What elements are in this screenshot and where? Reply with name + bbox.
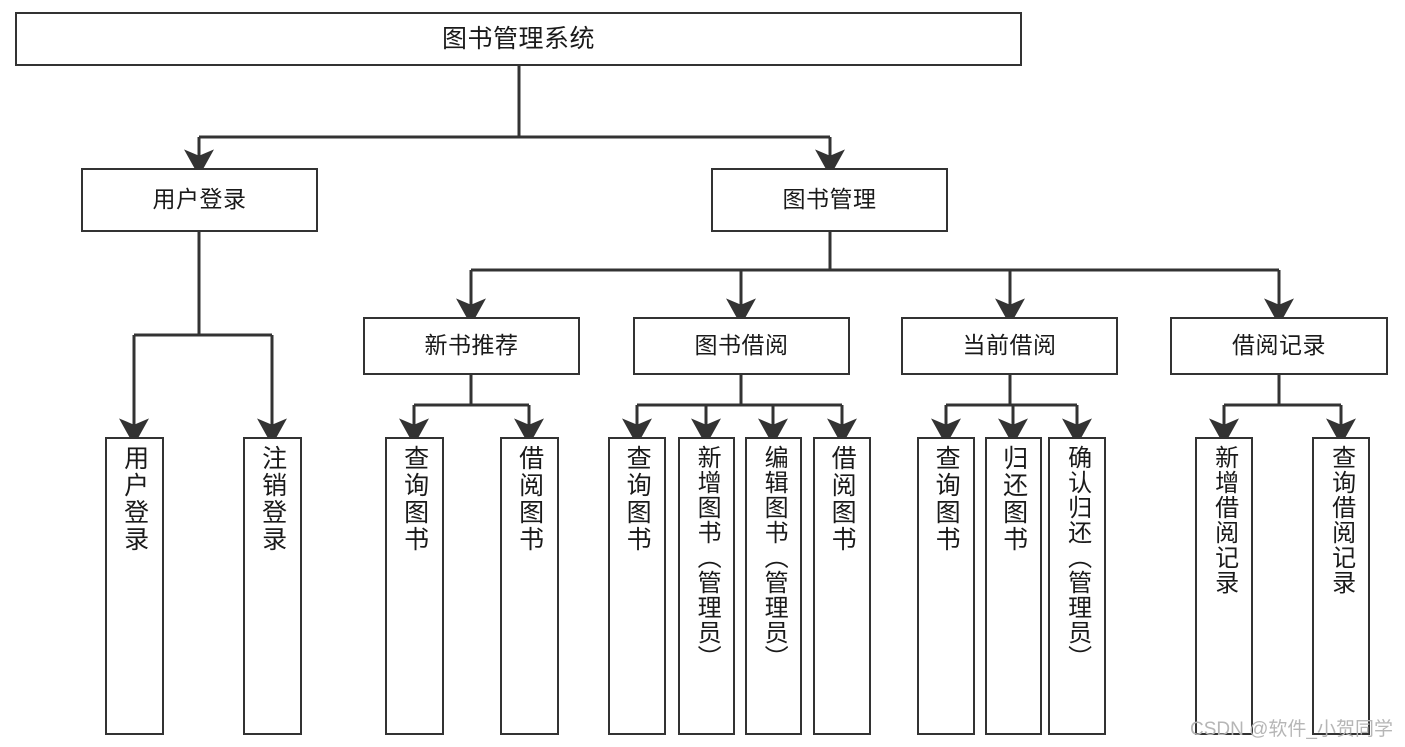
node-label: 当前借阅 xyxy=(962,332,1057,359)
node-root-book-management-system[interactable]: 图书管理系统 xyxy=(15,12,1022,66)
leaf-current-borrow-query-book[interactable]: 查询图书 xyxy=(917,437,975,735)
node-label: 图书管理 xyxy=(782,186,877,213)
node-label: 用户登录 xyxy=(120,445,149,553)
leaf-book-borrow-query-book[interactable]: 查询图书 xyxy=(608,437,666,735)
node-label: 借阅图书 xyxy=(515,445,544,553)
node-new-book-recommend[interactable]: 新书推荐 xyxy=(363,317,580,375)
leaf-current-borrow-return-book[interactable]: 归还图书 xyxy=(985,437,1042,735)
node-label: 新增借阅记录 xyxy=(1210,445,1238,595)
node-label: 借阅记录 xyxy=(1232,332,1326,359)
node-label: 用户登录 xyxy=(152,186,247,213)
node-label: 新书推荐 xyxy=(424,332,519,359)
node-label: 图书管理系统 xyxy=(441,25,595,53)
node-label: 注销登录 xyxy=(258,445,287,553)
leaf-user-login-logout[interactable]: 注销登录 xyxy=(243,437,302,735)
leaf-new-book-borrow-book[interactable]: 借阅图书 xyxy=(500,437,559,735)
node-label: 查询图书 xyxy=(400,445,429,553)
leaf-current-borrow-confirm-return-admin[interactable]: 确认归还（管理员） xyxy=(1048,437,1106,735)
node-book-management[interactable]: 图书管理 xyxy=(711,168,948,232)
node-label: 借阅图书 xyxy=(828,445,857,553)
node-label: 查询图书 xyxy=(623,445,652,553)
leaf-new-book-query-book[interactable]: 查询图书 xyxy=(385,437,444,735)
node-borrow-record[interactable]: 借阅记录 xyxy=(1170,317,1388,375)
leaf-borrow-record-query-record[interactable]: 查询借阅记录 xyxy=(1312,437,1370,735)
node-label: 归还图书 xyxy=(999,445,1028,553)
node-label: 确认归还（管理员） xyxy=(1063,445,1091,670)
leaf-book-borrow-edit-book-admin[interactable]: 编辑图书（管理员） xyxy=(745,437,802,735)
leaf-book-borrow-add-book-admin[interactable]: 新增图书（管理员） xyxy=(678,437,735,735)
node-label: 查询图书 xyxy=(932,445,961,553)
leaf-user-login-login[interactable]: 用户登录 xyxy=(105,437,164,735)
node-label: 新增图书（管理员） xyxy=(693,445,721,670)
node-label: 查询借阅记录 xyxy=(1327,445,1355,595)
leaf-book-borrow-borrow-book[interactable]: 借阅图书 xyxy=(813,437,871,735)
node-user-login[interactable]: 用户登录 xyxy=(81,168,318,232)
node-label: 编辑图书（管理员） xyxy=(760,445,788,670)
node-current-borrow[interactable]: 当前借阅 xyxy=(901,317,1118,375)
node-label: 图书借阅 xyxy=(694,332,789,359)
leaf-borrow-record-add-record[interactable]: 新增借阅记录 xyxy=(1195,437,1253,735)
node-book-borrow[interactable]: 图书借阅 xyxy=(633,317,850,375)
